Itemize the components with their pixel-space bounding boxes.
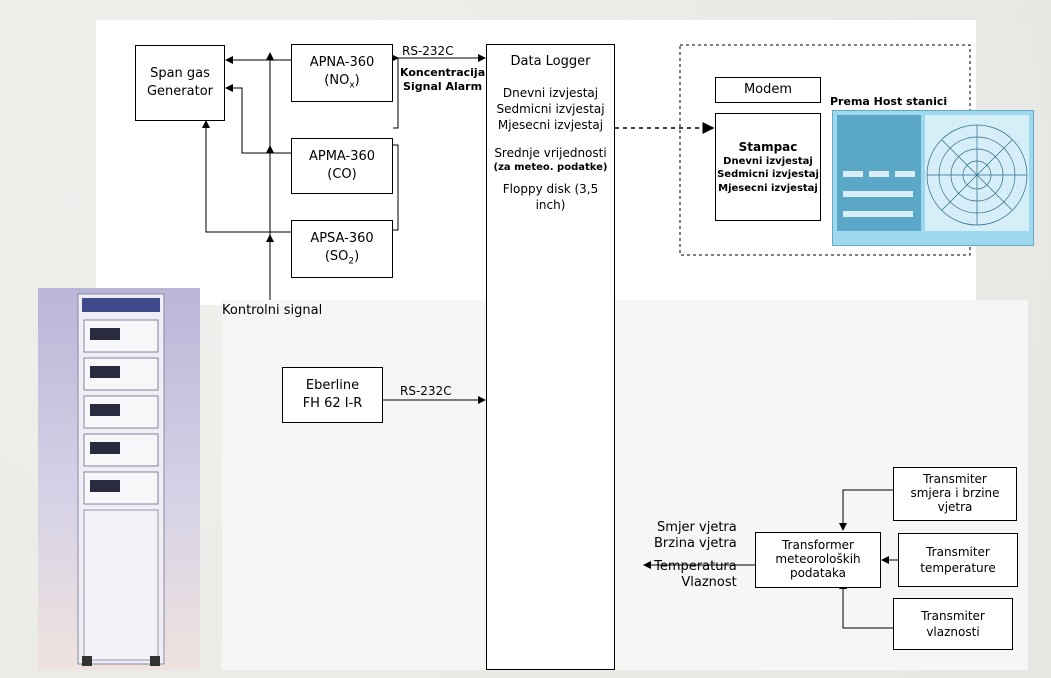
meteo-temperature: Temperatura [654,558,737,574]
logger-averages-note: (za meteo. podatke) [493,162,608,174]
tx-wind-line1: Transmiter [923,472,987,487]
rs232-top-label: RS-232C [402,44,454,58]
apna-model: APNA-360 [309,55,375,71]
span-gas-line1: Span gas [150,66,210,82]
logger-weekly-report: Sedmicni izvjestaj [496,101,605,116]
equipment-rack-photo [38,288,200,670]
concentration-label: Koncentracija Signal Alarm [400,66,486,93]
apsa-gas: (SO2) [324,248,360,267]
host-label: Prema Host stanici [830,95,948,108]
transformer-line1: Transformer [781,538,854,553]
temperature-transmitter: Transmiter temperature [898,533,1018,587]
transformer-line2: meteoroloških [775,552,861,567]
apsa-analyzer: APSA-360 (SO2) [291,220,393,278]
span-gas-generator: Span gas Generator [135,45,225,121]
stampac-weekly: Sedmicni izvjestaj [717,169,819,181]
data-logger: Data Logger Dnevni izvjestaj Sedmicni iz… [486,44,615,670]
control-signal-label: Kontrolni signal [222,303,323,318]
tx-temp-line1: Transmiter [926,544,990,559]
transformer-line3: podataka [789,565,847,580]
modem-label: Modem [743,82,793,98]
wire-txwind-transformer [839,489,893,531]
apsa-model: APSA-360 [310,231,374,247]
logger-floppy: Floppy disk (3,5 inch) [502,181,599,212]
polar-plot-icon [837,115,1029,231]
apna-analyzer: APNA-360 (NOx) [291,44,393,102]
data-logger-title: Data Logger [510,54,591,69]
apma-model: APMA-360 [308,149,376,165]
apna-gas: (NOx) [324,72,360,91]
stampac-monthly: Mjesecni izvjestaj [718,182,818,194]
stampac-box: Stampac Dnevni izvjestaj Sedmicni izvjes… [715,113,821,221]
rs232-bottom-label: RS-232C [400,384,452,398]
wire-apsa-span [202,120,291,233]
humidity-transmitter: Transmiter vlaznosti [893,598,1013,650]
remote-boundary [679,44,971,256]
wire-apma-span [225,84,291,154]
wind-transmitter: Transmiter smjera i brzine vjetra [893,467,1017,521]
logger-monthly-report: Mjesecni izvjestaj [497,117,604,132]
tx-temp-line2: temperature [920,561,996,575]
host-screen-image [832,110,1034,246]
logger-averages: Srednje vrijednosti [494,146,607,161]
wire-analyzer-bus [393,58,399,129]
tx-hum-line2: vlaznosti [926,625,980,639]
apma-gas: (CO) [327,167,357,182]
eberline-monitor: Eberline FH 62 I-R [282,367,383,423]
stampac-title: Stampac [738,139,798,154]
modem-box: Modem [715,77,821,103]
meteo-labels: Smjer vjetra Brzina vjetra Temperatura V… [654,520,737,591]
meteo-transformer: Transformer meteoroloških podataka [755,532,881,588]
wire-apma-bus [393,144,399,231]
meteo-wind-direction: Smjer vjetra [657,520,737,535]
eberline-line1: Eberline [305,378,360,394]
wire-txhum-transformer [839,581,893,629]
tx-wind-line3: vjetra [937,499,973,514]
span-gas-line2: Generator [146,84,213,99]
tx-wind-line2: smjera i brzine [910,486,1000,501]
meteo-humidity: Vlaznost [681,574,737,590]
analyzer-rack-icon [77,293,165,666]
eberline-line2: FH 62 I-R [302,396,363,411]
apma-analyzer: APMA-360 (CO) [291,138,393,194]
tx-hum-line1: Transmiter [921,608,985,623]
logger-daily-report: Dnevni izvjestaj [502,85,599,100]
meteo-wind-speed: Brzina vjetra [654,536,737,552]
stampac-daily: Dnevni izvjestaj [723,155,813,167]
